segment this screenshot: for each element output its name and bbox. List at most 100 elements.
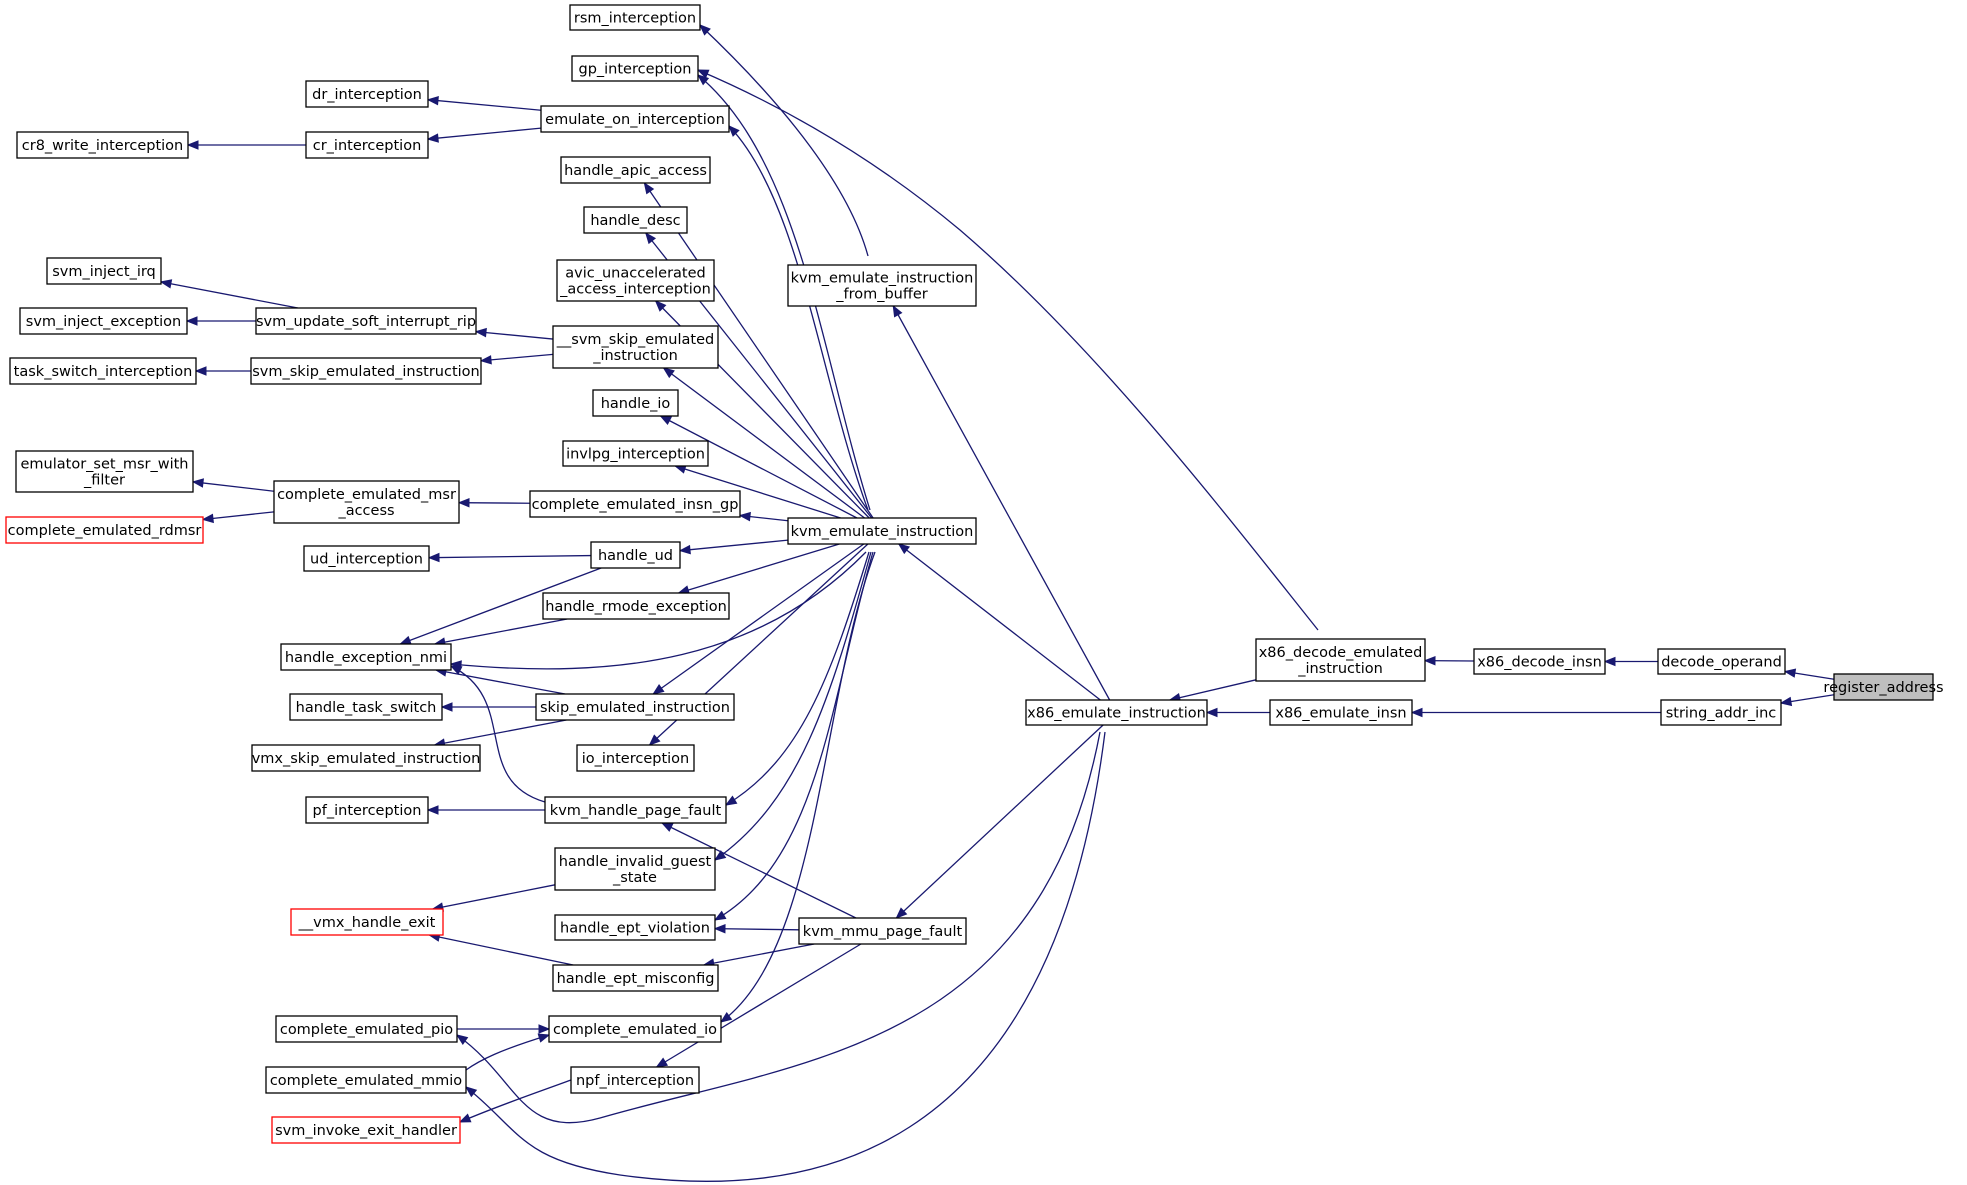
node-x86-emulate-instruction[interactable]: x86_emulate_instruction bbox=[1025, 699, 1208, 726]
node-handle-apic-access[interactable]: handle_apic_access bbox=[560, 156, 711, 184]
node-skip-emulated-instruction[interactable]: skip_emulated_instruction bbox=[535, 693, 735, 721]
node-label: pf_interception bbox=[313, 803, 422, 819]
arrowhead-icon bbox=[464, 1086, 478, 1098]
edge-line bbox=[192, 481, 275, 492]
edge-string_addr_inc-to-register_address bbox=[1779, 694, 1835, 707]
node-svm-skip-emulated-instruction[interactable]: svm_skip_emulated_instruction bbox=[250, 357, 482, 385]
edge-cr_interception-to-emulate_on_interception bbox=[426, 127, 542, 143]
node-pf-interception[interactable]: pf_interception bbox=[305, 796, 429, 824]
node-box bbox=[1833, 673, 1934, 701]
node-handle-ept-misconfig[interactable]: handle_ept_misconfig bbox=[552, 964, 719, 992]
edge-line bbox=[714, 551, 872, 861]
node-label: _instruction bbox=[592, 348, 678, 364]
node-box bbox=[569, 4, 701, 31]
node-register-address[interactable]: register_address bbox=[1823, 673, 1944, 701]
edge-line bbox=[434, 618, 568, 645]
node-gp-interception[interactable]: gp_interception bbox=[571, 55, 699, 82]
node-complete-emulated-mmio[interactable]: complete_emulated_mmio bbox=[265, 1066, 467, 1094]
node-box bbox=[560, 156, 711, 184]
node-handle-ud[interactable]: handle_ud bbox=[590, 541, 681, 569]
node-svm-inject-exception[interactable]: svm_inject_exception bbox=[19, 307, 188, 335]
node-label: __svm_skip_emulated bbox=[556, 332, 714, 348]
arrowhead-icon bbox=[654, 300, 667, 312]
arrowhead-icon bbox=[713, 910, 727, 921]
node-handle-task-switch[interactable]: handle_task_switch bbox=[289, 693, 443, 721]
node-cr8-write-interception[interactable]: cr8_write_interception bbox=[16, 131, 189, 159]
node-complete-emulated-insn-gp[interactable]: complete_emulated_insn_gp bbox=[529, 490, 741, 518]
node-label: x86_emulate_insn bbox=[1275, 706, 1406, 722]
node-handle-exception-nmi[interactable]: handle_exception_nmi bbox=[280, 643, 452, 671]
node-complete-emulated-pio[interactable]: complete_emulated_pio bbox=[275, 1015, 458, 1043]
node-label: _state bbox=[612, 870, 657, 886]
node-label: handle_invalid_guest bbox=[559, 854, 712, 870]
node-handle-rmode-exception[interactable]: handle_rmode_exception bbox=[542, 592, 730, 620]
arrowhead-icon bbox=[458, 1113, 472, 1123]
node-handle-ept-violation[interactable]: handle_ept_violation bbox=[554, 914, 716, 941]
node-handle-io[interactable]: handle_io bbox=[592, 389, 679, 417]
node-vmx-handle-exit[interactable]: __vmx_handle_exit bbox=[290, 908, 444, 936]
node-label: invlpg_interception bbox=[566, 447, 705, 463]
node-io-interception[interactable]: io_interception bbox=[576, 744, 695, 772]
node-handle-invalid-guest-state[interactable]: handle_invalid_guest_state bbox=[554, 847, 716, 891]
node-kvm-emulate-instruction-from-buffer[interactable]: kvm_emulate_instruction_from_buffer bbox=[787, 264, 977, 307]
node-svm-skip-emulated-instruction-2[interactable]: __svm_skip_emulated_instruction bbox=[552, 325, 719, 369]
node-svm-update-soft-interrupt-rip[interactable]: svm_update_soft_interrupt_rip bbox=[255, 307, 477, 335]
node-kvm-emulate-instruction[interactable]: kvm_emulate_instruction bbox=[787, 517, 977, 545]
node-label: handle_exception_nmi bbox=[285, 650, 447, 666]
node-npf-interception[interactable]: npf_interception bbox=[570, 1066, 700, 1094]
edge-line bbox=[435, 669, 566, 695]
node-decode-operand[interactable]: decode_operand bbox=[1657, 648, 1786, 675]
node-ud-interception[interactable]: ud_interception bbox=[303, 545, 430, 572]
node-label: _filter bbox=[83, 473, 125, 489]
edge-complete_emulated_rdmsr-to-complete_emulated_msr_access bbox=[201, 511, 275, 524]
node-label: handle_apic_access bbox=[564, 163, 707, 179]
node-cr-interception[interactable]: cr_interception bbox=[305, 131, 429, 159]
arrowhead-icon bbox=[455, 1034, 469, 1045]
arrowhead-icon bbox=[191, 478, 204, 488]
node-dr-interception[interactable]: dr_interception bbox=[305, 80, 429, 108]
node-invlpg-interception[interactable]: invlpg_interception bbox=[562, 440, 709, 467]
edge-line bbox=[450, 665, 546, 803]
node-complete-emulated-io[interactable]: complete_emulated_io bbox=[548, 1015, 722, 1043]
node-box bbox=[548, 1015, 722, 1043]
arrowhead-icon bbox=[659, 415, 673, 426]
node-label: handle_rmode_exception bbox=[545, 599, 727, 615]
edge-line bbox=[428, 554, 592, 559]
edge-handle_invalid_guest_state-to-kvm_emulate_instruction bbox=[713, 551, 872, 861]
node-x86-decode-insn[interactable]: x86_decode_insn bbox=[1473, 648, 1606, 675]
node-avic-unaccelerated-access-interception[interactable]: avic_unaccelerated_access_interception bbox=[556, 259, 715, 302]
node-label: npf_interception bbox=[576, 1073, 694, 1089]
node-emulate-on-interception[interactable]: emulate_on_interception bbox=[540, 105, 730, 133]
node-complete-emulated-rdmsr[interactable]: complete_emulated_rdmsr bbox=[5, 516, 204, 544]
node-box bbox=[554, 914, 716, 941]
node-label: complete_emulated_pio bbox=[280, 1022, 453, 1038]
node-label: kvm_emulate_instruction bbox=[791, 524, 974, 540]
edge-handle_task_switch-to-skip_emulated_instruction bbox=[440, 702, 536, 712]
node-handle-desc[interactable]: handle_desc bbox=[583, 206, 688, 234]
node-rsm-interception[interactable]: rsm_interception bbox=[569, 4, 701, 31]
node-x86-emulate-insn[interactable]: x86_emulate_insn bbox=[1269, 699, 1413, 726]
node-box bbox=[1660, 699, 1782, 726]
node-kvm-handle-page-fault[interactable]: kvm_handle_page_fault bbox=[544, 796, 727, 824]
edge-handle_apic_access-to-kvm_emulate_instruction bbox=[643, 181, 874, 519]
node-label: handle_task_switch bbox=[296, 700, 437, 716]
node-label: _from_buffer bbox=[835, 287, 928, 303]
node-emulator-set-msr-with-filter[interactable]: emulator_set_msr_with_filter bbox=[15, 450, 194, 493]
node-kvm-mmu-page-fault[interactable]: kvm_mmu_page_fault bbox=[798, 917, 967, 945]
node-svm-invoke-exit-handler[interactable]: svm_invoke_exit_handler bbox=[271, 1116, 461, 1144]
node-label: _access bbox=[337, 503, 394, 519]
node-x86-decode-emulated-instruction[interactable]: x86_decode_emulated_instruction bbox=[1255, 638, 1426, 682]
arrowhead-icon bbox=[660, 822, 674, 832]
node-string-addr-inc[interactable]: string_addr_inc bbox=[1660, 699, 1782, 726]
node-task-switch-interception[interactable]: task_switch_interception bbox=[9, 357, 197, 385]
node-box bbox=[552, 325, 719, 369]
edge-line bbox=[450, 551, 867, 670]
node-vmx-skip-emulated-instruction[interactable]: vmx_skip_emulated_instruction bbox=[251, 744, 481, 772]
node-box bbox=[535, 693, 735, 721]
node-box bbox=[290, 908, 444, 936]
node-label: io_interception bbox=[582, 751, 690, 767]
edge-line bbox=[699, 24, 869, 257]
node-svm-inject-irq[interactable]: svm_inject_irq bbox=[46, 257, 162, 285]
node-complete-emulated-msr-access[interactable]: complete_emulated_msr_access bbox=[273, 480, 460, 524]
edge-line bbox=[661, 822, 857, 919]
